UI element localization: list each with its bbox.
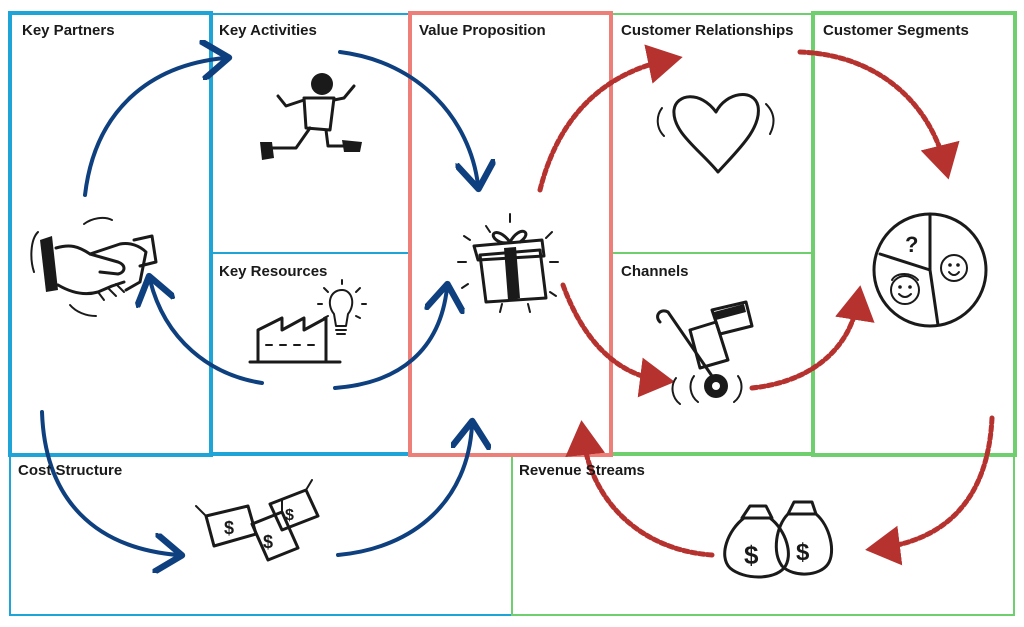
arrow-partners-to-activities: [83, 58, 225, 197]
value-proposition-label: Value Proposition: [419, 22, 546, 39]
arrow-cost-to-value: [336, 425, 472, 557]
heart-icon: [656, 93, 775, 174]
money-bags-icon: $ $: [723, 500, 833, 579]
channels-label: Channels: [621, 263, 689, 280]
arrow-value-to-relationships: [537, 44, 683, 193]
customer-relationships-label: Customer Relationships: [621, 22, 794, 39]
revenue-streams-label: Revenue Streams: [519, 462, 645, 479]
price-tags-icon: $ $ $: [195, 479, 320, 562]
value-proposition-border: [408, 11, 613, 457]
cost-structure-border: [9, 454, 513, 616]
arrow-partners-to-cost: [40, 410, 178, 555]
customer-segments-border: [811, 11, 1017, 457]
arrow-resources-to-partners: [150, 280, 264, 385]
svg-text:$: $: [796, 539, 810, 566]
key-resources-border: [211, 252, 411, 454]
revenue-streams-border: [511, 454, 1015, 616]
arrow-value-to-channels: [560, 282, 675, 398]
arrow-relationships-to-segments: [797, 49, 960, 180]
customer-relationships-border: [611, 13, 813, 254]
runner-icon: [260, 73, 362, 160]
svg-text:?: ?: [905, 232, 918, 257]
arrow-channels-to-segments: [749, 285, 875, 391]
arrow-revenue-to-value: [565, 420, 715, 558]
hand-truck-icon: [656, 300, 754, 405]
channels-border: [611, 252, 813, 454]
arrow-activities-to-value: [338, 50, 478, 185]
gift-box-icon: [457, 213, 559, 313]
key-partners-border: [8, 11, 213, 457]
key-activities-label: Key Activities: [219, 22, 317, 39]
svg-text:$: $: [224, 518, 234, 538]
handshake-icon: [30, 216, 158, 317]
key-partners-label: Key Partners: [22, 22, 115, 39]
cost-structure-label: Cost Structure: [18, 462, 123, 479]
arrow-resources-to-value: [333, 288, 447, 390]
arrow-segments-to-revenue: [865, 415, 995, 566]
key-activities-border: [211, 13, 411, 254]
factory-lightbulb-icon: [248, 279, 367, 364]
key-resources-label: Key Resources: [219, 263, 328, 280]
segmented-pie-icon: ?: [872, 212, 988, 328]
customer-segments-label: Customer Segments: [823, 22, 969, 39]
svg-text:$: $: [263, 532, 273, 552]
svg-text:$: $: [285, 507, 294, 524]
svg-text:$: $: [744, 540, 759, 570]
